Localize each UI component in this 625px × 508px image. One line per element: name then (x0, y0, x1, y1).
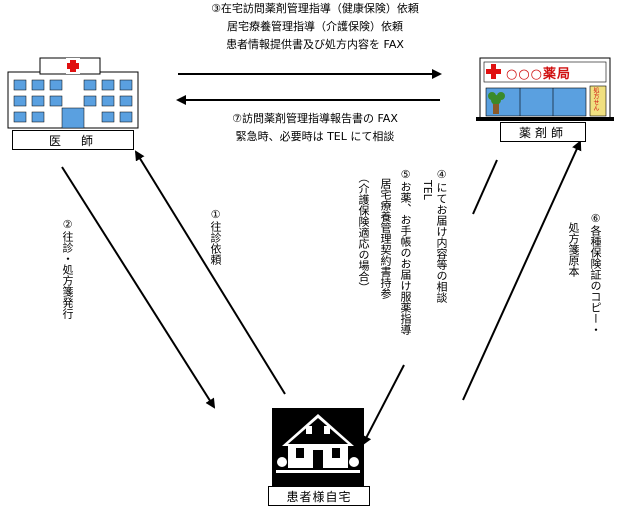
pharmacist-label: 薬剤師 (500, 122, 586, 142)
house-icon (272, 408, 364, 486)
arrow-5 (362, 364, 405, 446)
message-5-line1: ⑤お薬、お手帳のお届け服薬指導 (399, 168, 412, 335)
message-6-line1: ⑥各種保険証のコピー・ (589, 212, 602, 335)
message-top-line1: ③在宅訪問薬剤管理指導（健康保険）依頼 (211, 2, 419, 15)
message-5-line2: 居宅療養管理契約書持参 (379, 178, 392, 299)
arrow-4 (472, 159, 498, 215)
message-6-line2: 処方箋原本 (567, 222, 580, 277)
message-4-text: にてお届け内容等の相談 (435, 182, 448, 303)
message-middle-line1: ⑦訪問薬剤管理指導報告書の FAX (232, 112, 398, 125)
arrow-1 (134, 150, 286, 395)
arrow-6 (462, 140, 582, 401)
message-2: ②往診・処方箋発行 (61, 218, 74, 319)
message-middle-line2: 緊急時、必要時は TEL にて相談 (235, 130, 395, 143)
doctor-label: 医 師 (12, 130, 134, 150)
hospital-icon (7, 57, 139, 129)
pharmacy-side-sign: 処方せん (592, 87, 599, 111)
arrow-2 (61, 166, 216, 409)
message-top-line2: 居宅療養管理指導（介護保険）依頼 (227, 20, 403, 33)
pharmacy-icon (476, 57, 614, 121)
message-4-tel: TEL (421, 180, 434, 200)
pharmacy-sign-text: ○○○薬局 (506, 67, 572, 82)
patient-label: 患者様自宅 (268, 486, 370, 506)
message-4-num: ④ (435, 168, 448, 181)
message-1: ①往診依頼 (209, 208, 222, 265)
message-top-line3: 患者情報提供書及び処方内容を FAX (226, 38, 404, 51)
message-5-line3: （介護保険適応の場合） (357, 172, 370, 293)
